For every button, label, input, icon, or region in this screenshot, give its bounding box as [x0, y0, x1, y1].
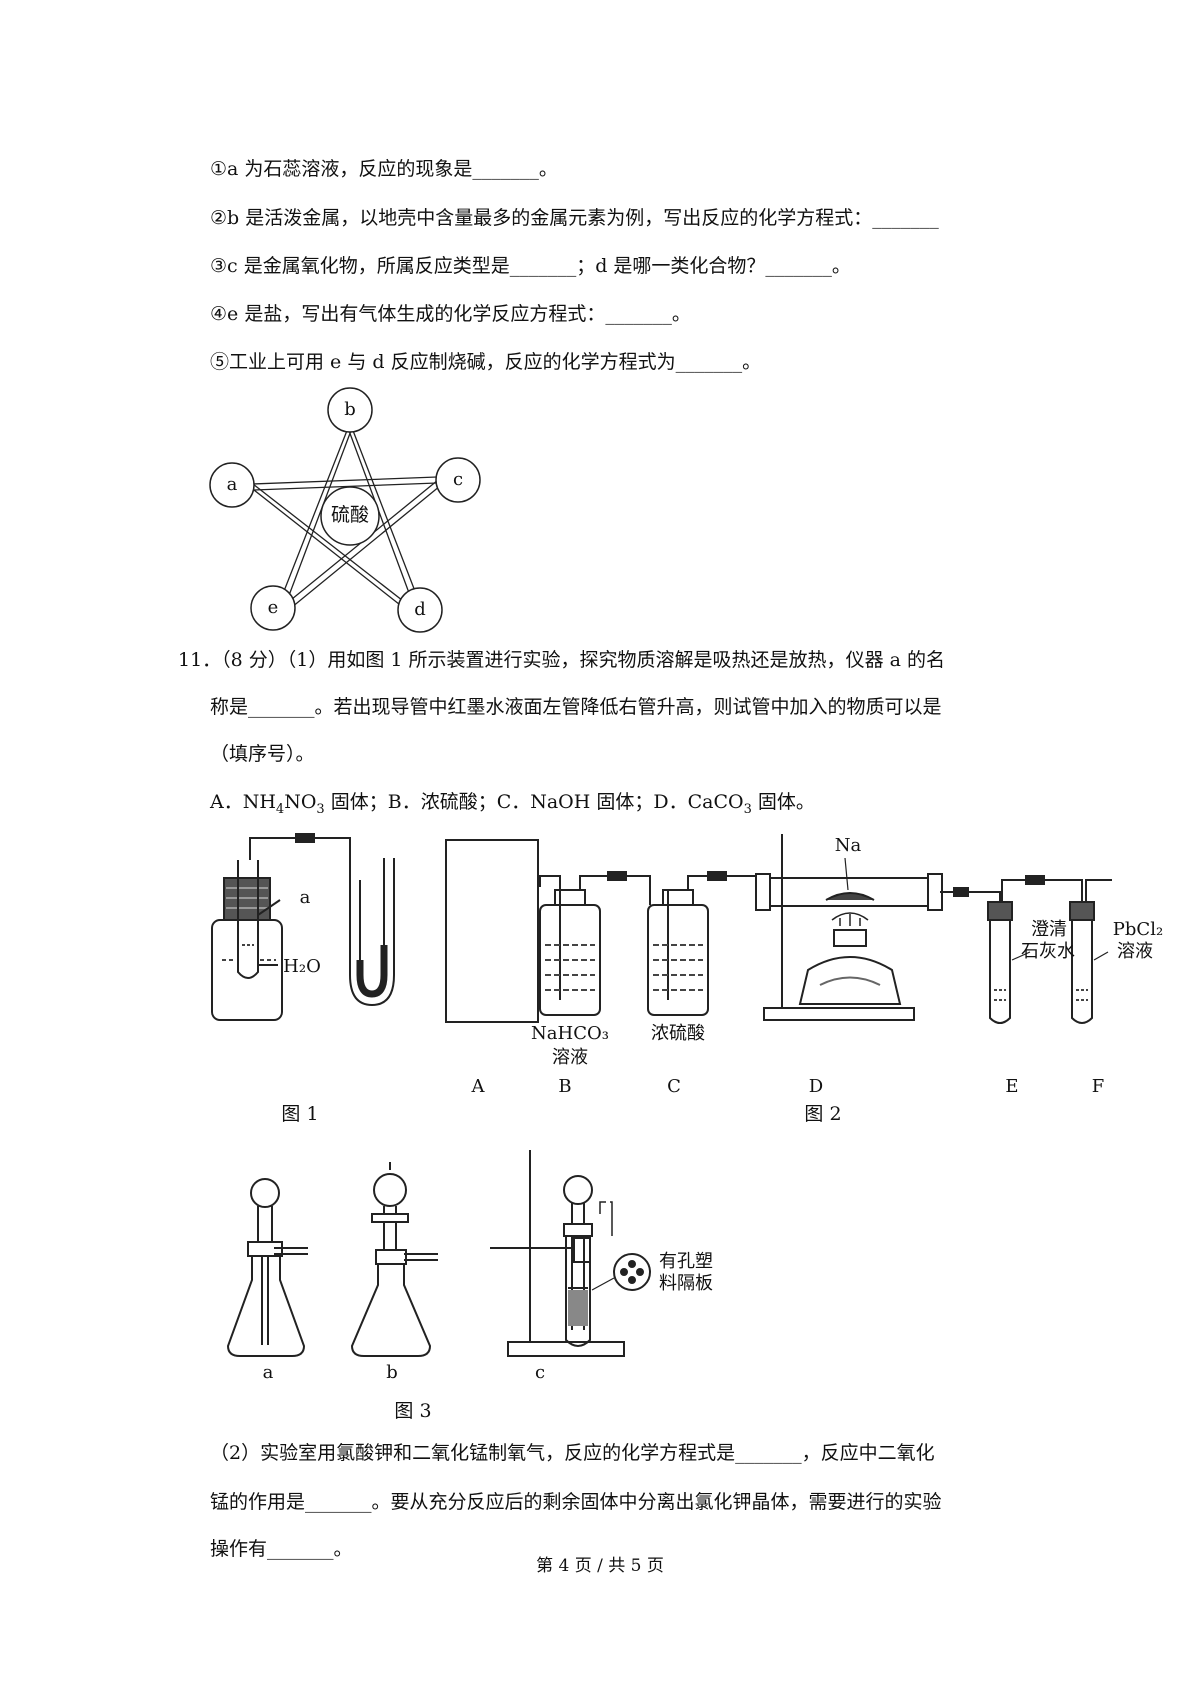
fig3-plate-label-1: 有孔塑 [659, 1251, 713, 1272]
q11-options: A．NH4NO3 固体；B．浓硫酸；C．NaOH 固体；D．CaCO3 固体。 [210, 791, 815, 817]
fig2-na-label: Na [834, 835, 862, 856]
q11-part2-line2: 锰的作用是_______。要从充分反应后的剩余固体中分离出氯化钾晶体，需要进行的… [210, 1491, 942, 1513]
q11-line2: 称是_______。若出现导管中红墨水液面左管降低右管升高，则试管中加入的物质可… [210, 696, 942, 718]
fig2-letter-a: A [471, 1076, 485, 1097]
node-center: 硫酸 [330, 504, 369, 526]
fig2-e-reagent-1: 澄清 [1031, 919, 1067, 940]
fig3-caption: 图 3 [394, 1400, 432, 1422]
node-c: c [452, 469, 464, 490]
page-footer: 第 4 页 / 共 5 页 [536, 1556, 664, 1576]
fig2-caption: 图 2 [804, 1103, 842, 1125]
fig1-label-a: a [299, 887, 311, 908]
fig2-letter-b: B [558, 1076, 572, 1097]
fig2-letter-f: F [1091, 1076, 1105, 1097]
fig2-letter-c: C [667, 1076, 681, 1097]
node-b: b [344, 399, 356, 420]
fig3-letter-c: c [534, 1362, 546, 1383]
fig2-b-reagent-1: NaHCO₃ [531, 1023, 609, 1044]
fig2-letter-d: D [808, 1076, 824, 1097]
fig2-b-reagent-2: 溶液 [552, 1047, 588, 1068]
fig3-letter-b: b [386, 1362, 398, 1383]
fig2-f-reagent-1: PbCl₂ [1112, 919, 1164, 940]
fig2-e-reagent-2: 石灰水 [1021, 941, 1075, 962]
node-a: a [226, 474, 238, 495]
fig2-f-reagent-2: 溶液 [1117, 941, 1153, 962]
item-4: ④e 是盐，写出有气体生成的化学反应方程式：_______。 [210, 303, 691, 325]
item-1: ①a 为石蕊溶液，反应的现象是_______。 [210, 158, 558, 180]
item-2: ②b 是活泼金属，以地壳中含量最多的金属元素为例，写出反应的化学方程式：____… [210, 207, 939, 229]
fig1-caption: 图 1 [281, 1103, 319, 1125]
q11-part2-line1: （2）实验室用氯酸钾和二氧化锰制氧气，反应的化学方程式是_______，反应中二… [210, 1442, 935, 1464]
item-5: ⑤工业上可用 e 与 d 反应制烧碱，反应的化学方程式为_______。 [210, 351, 762, 373]
fig3-letter-a: a [262, 1362, 274, 1383]
node-d: d [414, 599, 426, 620]
item-3: ③c 是金属氧化物，所属反应类型是_______；d 是哪一类化合物？_____… [210, 255, 851, 277]
fig2-letter-e: E [1005, 1076, 1019, 1097]
fig3-plate-label-2: 料隔板 [659, 1273, 713, 1294]
fig2-c-reagent: 浓硫酸 [651, 1023, 705, 1044]
q11-line3: （填序号）。 [210, 743, 315, 765]
q11-line1: 11．（8 分）（1）用如图 1 所示装置进行实验，探究物质溶解是吸热还是放热，… [178, 649, 945, 671]
fig1-label-water: H₂O [283, 956, 321, 977]
q11-part2-line3: 操作有_______。 [210, 1538, 353, 1560]
node-e: e [267, 597, 279, 618]
